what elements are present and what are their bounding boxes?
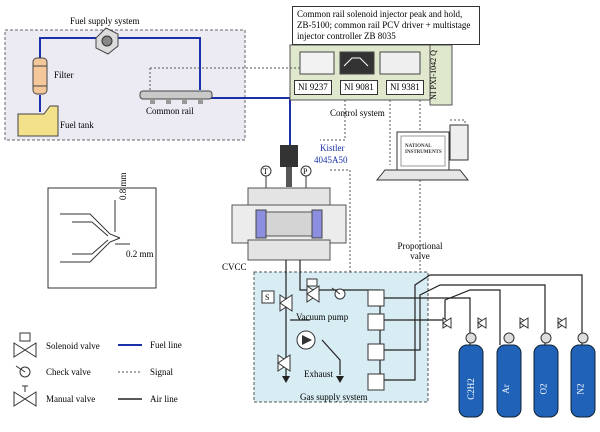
cylinder-label-n2: N2 bbox=[575, 383, 586, 395]
driver-module-2 bbox=[339, 51, 375, 75]
legend-check-valve: Check valve bbox=[46, 367, 91, 377]
cylinder-n2 bbox=[570, 344, 596, 418]
fuel-tank-label: Fuel tank bbox=[60, 120, 94, 130]
gas-cylinders bbox=[458, 332, 596, 418]
vacuum-pump-label: Vacuum pump bbox=[296, 312, 349, 322]
pxi-chassis bbox=[429, 44, 453, 106]
temperature-gauge-icon bbox=[260, 165, 272, 188]
check-valve-icon bbox=[331, 287, 346, 300]
cylinder-label-o2: O2 bbox=[538, 383, 549, 395]
solenoid-valve-icon bbox=[261, 290, 275, 304]
legend-solenoid-icon bbox=[19, 332, 31, 342]
cvcc-chamber bbox=[231, 187, 347, 261]
filter-label: Filter bbox=[54, 70, 74, 80]
fuel-tank-icon bbox=[17, 105, 59, 137]
sensor-model: 4045A50 bbox=[314, 155, 348, 165]
legend-solenoid-valve: Solenoid valve bbox=[46, 341, 100, 351]
legend-fuel-line-label: Fuel line bbox=[150, 340, 182, 350]
down-arrow-icon bbox=[282, 376, 290, 383]
sensor-name: Kistler bbox=[320, 143, 345, 153]
air-lines bbox=[285, 260, 583, 385]
fuel-pump-icon bbox=[95, 27, 119, 55]
legend-air-line-label: Air line bbox=[150, 394, 178, 404]
gas-valve-icons bbox=[277, 278, 320, 372]
vacuum-pump-icon bbox=[296, 330, 316, 350]
controller-header: Common rail solenoid injector peak and h… bbox=[292, 6, 480, 45]
cylinder-ar bbox=[496, 344, 522, 418]
cvcc-label: CVCC bbox=[222, 262, 247, 272]
exhaust-label: Exhaust bbox=[304, 369, 333, 379]
legend-manual-valve-icon bbox=[13, 391, 26, 407]
temperature-gauge-label: T bbox=[263, 167, 268, 176]
right-window bbox=[311, 209, 323, 239]
module-ni-9237: NI 9237 bbox=[294, 80, 332, 95]
cylinder-label-c2h2: C2H2 bbox=[465, 378, 476, 400]
control-system-title: Control system bbox=[330, 108, 385, 118]
cylinder-c2h2 bbox=[458, 344, 484, 418]
pressure-gauge-icon bbox=[300, 165, 312, 188]
cylinder-label-ar: Ar bbox=[500, 384, 511, 394]
filter-icon bbox=[32, 57, 48, 95]
nozzle-dim-1: 0.8 mm bbox=[118, 172, 128, 200]
common-rail-label: Common rail bbox=[146, 106, 194, 116]
nozzle-detail-box bbox=[47, 187, 157, 289]
cylinder-manual-valves bbox=[442, 317, 567, 329]
nozzle-dim-2: 0.2 mm bbox=[126, 249, 154, 259]
laptop-brand: NATIONAL INSTRUMENTS bbox=[405, 144, 442, 155]
legend-manual-valve: Manual valve bbox=[46, 394, 96, 404]
injector-icon bbox=[280, 145, 298, 187]
common-rail-icon bbox=[139, 90, 213, 104]
proportional-valve-icons bbox=[367, 289, 385, 391]
cylinder-o2 bbox=[533, 344, 559, 418]
legend-signal-label: Signal bbox=[150, 367, 174, 377]
exhaust-arrow-icon bbox=[336, 376, 344, 383]
pressure-gauge-label: P bbox=[303, 167, 308, 176]
proportional-valve-label: Proportional valve bbox=[397, 241, 443, 261]
nozzle-icon bbox=[60, 200, 130, 263]
left-window bbox=[255, 209, 267, 239]
driver-module-3 bbox=[379, 51, 421, 75]
driver-module-1 bbox=[299, 51, 335, 75]
gas-supply-title: Gas supply system bbox=[300, 392, 368, 402]
module-ni-9081: NI 9081 bbox=[340, 80, 378, 95]
signal-lines bbox=[149, 67, 466, 290]
solenoid-valve-symbol: S bbox=[265, 293, 270, 302]
fuel-supply-title: Fuel supply system bbox=[70, 16, 140, 26]
module-ni-9381: NI 9381 bbox=[386, 80, 424, 95]
legend-symbols bbox=[13, 332, 142, 407]
laptop-icon bbox=[375, 124, 470, 181]
pxi-chassis-label: NI PXI-1042 Q bbox=[428, 50, 438, 100]
